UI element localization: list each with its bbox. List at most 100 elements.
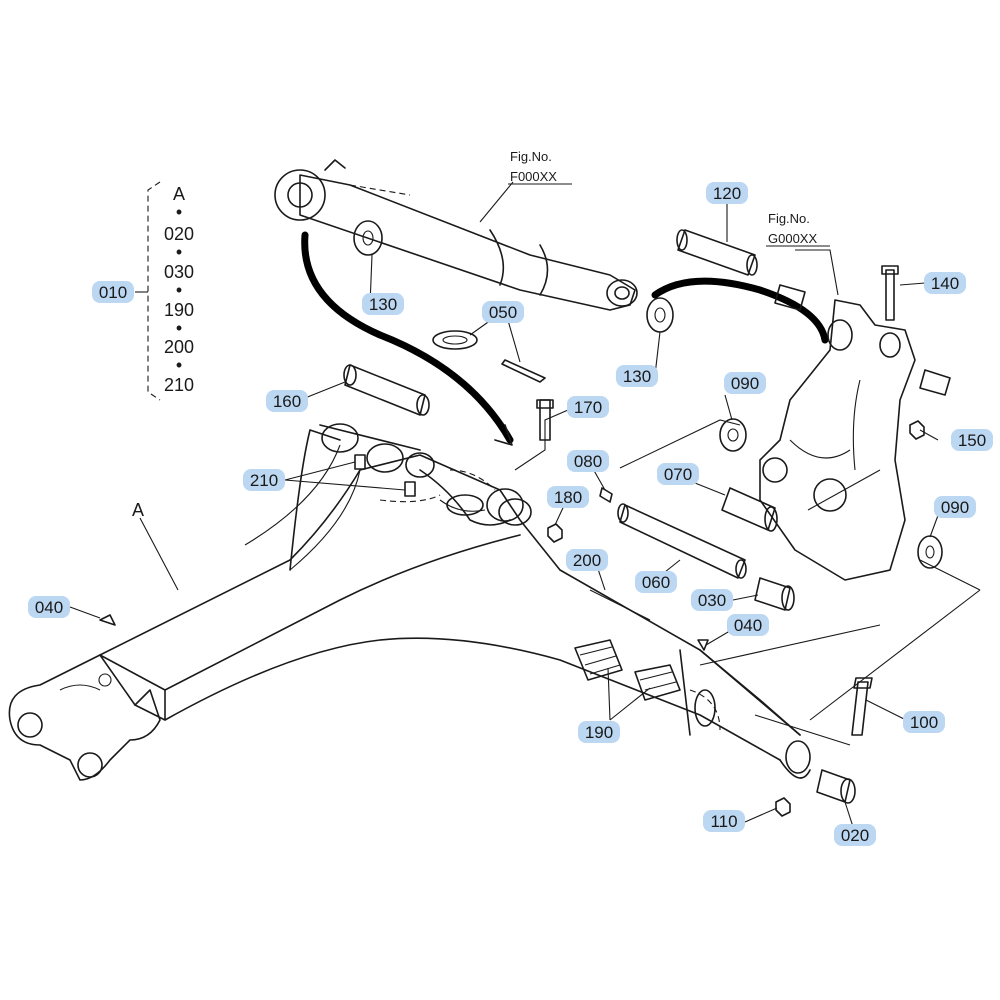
pin-160 [343, 364, 430, 416]
assembly-arrow-left [301, 231, 514, 444]
callout-090-upper-bg [724, 372, 766, 394]
nut-110 [775, 797, 791, 817]
callout-090-upper-label: 090 [731, 374, 759, 393]
callout-130-upper-label: 130 [369, 295, 397, 314]
callout-150-bg [951, 429, 993, 451]
pin-060 [617, 503, 747, 579]
callout-090-lower-label: 090 [941, 498, 969, 517]
callout-150-label: 150 [958, 431, 986, 450]
callout-190[interactable]: 190 [578, 721, 620, 743]
kit-item-6: 210 [164, 375, 194, 395]
callout-030-bg [691, 589, 733, 611]
callout-070-label: 070 [664, 465, 692, 484]
callout-050[interactable]: 050 [482, 301, 524, 323]
washer-090-upper [719, 418, 747, 452]
washer-090-lower-hole [925, 545, 935, 559]
callout-020[interactable]: 020 [834, 824, 876, 846]
leader-lines [69, 181, 981, 834]
nut-150 [909, 420, 925, 440]
callout-080-bg [567, 450, 609, 472]
callout-210[interactable]: 210 [243, 469, 285, 491]
assembly-arrowhead-left [494, 424, 513, 446]
fig-ref-cylinder: Fig.No. F000XX [508, 149, 572, 185]
callout-050-label: 050 [489, 303, 517, 322]
nut-180 [547, 523, 563, 543]
kit-item-5: 200 [164, 337, 194, 357]
kit-separator-5: • [176, 355, 182, 375]
kit-contents-list: A • 020 • 030 • 190 • 200 • 210 [164, 184, 194, 395]
assembly-arrow-right [651, 277, 829, 344]
callout-090-lower-bg [934, 496, 976, 518]
callout-180-bg [547, 486, 589, 508]
washer-090-lower [917, 535, 943, 569]
washer-130-right [646, 297, 674, 333]
bolt-100 [851, 677, 873, 736]
callout-080-label: 080 [574, 452, 602, 471]
kit-separator-2: • [176, 242, 182, 262]
washer-090-upper-hole [727, 428, 739, 442]
callout-170[interactable]: 170 [567, 396, 609, 418]
callout-130-right-label: 130 [623, 367, 651, 386]
callout-120-bg [706, 182, 748, 204]
bushing-020 [816, 769, 856, 804]
kit-separator-3: • [176, 280, 182, 300]
callout-060[interactable]: 060 [635, 571, 677, 593]
callout-090-upper[interactable]: 090 [724, 372, 766, 394]
boom-arm [8, 423, 811, 781]
callout-160[interactable]: 160 [266, 390, 308, 412]
kit-item-1: A [173, 184, 185, 204]
callout-150[interactable]: 150 [951, 429, 993, 451]
callout-120-label: 120 [713, 184, 741, 203]
kit-item-3: 030 [164, 262, 194, 282]
callout-110-bg [703, 810, 745, 832]
callout-080[interactable]: 080 [567, 450, 609, 472]
kit-item-4: 190 [164, 300, 194, 320]
bolt-170 [536, 399, 554, 441]
bushing-030 [754, 577, 795, 611]
callout-100-label: 100 [910, 713, 938, 732]
callout-190-bg [578, 721, 620, 743]
callout-100-bg [903, 711, 945, 733]
callout-050-bg [482, 301, 524, 323]
callout-030[interactable]: 030 [691, 589, 733, 611]
callout-020-bg [834, 824, 876, 846]
callout-060-label: 060 [642, 573, 670, 592]
seal-050 [432, 330, 546, 383]
callout-110-label: 110 [710, 812, 737, 831]
callout-070[interactable]: 070 [657, 463, 699, 485]
callout-130-upper[interactable]: 130 [362, 293, 404, 315]
washer-130-upper [353, 220, 383, 256]
callout-140[interactable]: 140 [924, 272, 966, 294]
callout-040-right-bg [727, 614, 769, 636]
boom-label: A [132, 500, 144, 520]
fig-ref-bracket-line1: Fig.No. [768, 211, 810, 226]
callout-010[interactable]: 010 [92, 281, 134, 303]
callout-100[interactable]: 100 [903, 711, 945, 733]
callout-120[interactable]: 120 [706, 182, 748, 204]
callout-040-right-label: 040 [734, 616, 762, 635]
grease-nipple-080 [599, 487, 613, 503]
callout-030-label: 030 [698, 591, 726, 610]
callout-040-right[interactable]: 040 [727, 614, 769, 636]
callout-040-left[interactable]: 040 [28, 596, 70, 618]
callout-130-right-bg [616, 365, 658, 387]
fig-ref-bracket-line2: G000XX [768, 231, 817, 246]
callout-130-right[interactable]: 130 [616, 365, 658, 387]
callout-140-bg [924, 272, 966, 294]
callout-200[interactable]: 200 [566, 549, 608, 571]
fig-ref-cylinder-line2: F000XX [510, 169, 557, 184]
pin-120 [676, 229, 806, 311]
callout-010-label: 010 [99, 283, 127, 302]
callout-110[interactable]: 110 [703, 810, 745, 832]
callout-160-bg [266, 390, 308, 412]
callout-010-bg [92, 281, 134, 303]
callout-040-left-label: 040 [35, 598, 63, 617]
callout-160-label: 160 [273, 392, 301, 411]
bushing-070 [721, 487, 778, 532]
callout-180[interactable]: 180 [547, 486, 589, 508]
callout-180-label: 180 [554, 488, 582, 507]
kit-item-2: 020 [164, 224, 194, 244]
callout-090-lower[interactable]: 090 [934, 496, 976, 518]
